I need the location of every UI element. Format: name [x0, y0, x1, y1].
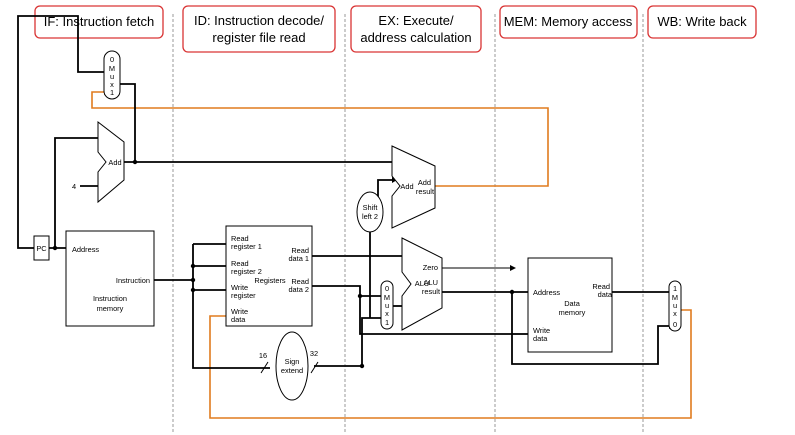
- svg-text:data: data: [533, 334, 548, 343]
- svg-text:Read: Read: [291, 277, 309, 286]
- stage-wb-box: [647, 5, 757, 39]
- stage-ex-label-1: EX: Execute/: [378, 13, 454, 28]
- stage-mem-label: MEM: Memory access: [504, 14, 633, 29]
- stage-id-label-2: register file read: [212, 30, 305, 45]
- svg-text:u: u: [673, 301, 677, 310]
- svg-text:M: M: [109, 64, 115, 73]
- pc-adder: Add: [97, 120, 125, 204]
- svg-text:0: 0: [110, 55, 114, 64]
- svg-text:Read: Read: [592, 282, 610, 291]
- svg-text:Address: Address: [533, 288, 560, 297]
- junction-dots: [52, 159, 515, 369]
- svg-text:Read: Read: [231, 234, 249, 243]
- svg-text:memory: memory: [97, 304, 124, 313]
- svg-text:Read: Read: [291, 246, 309, 255]
- svg-text:Sign: Sign: [285, 357, 300, 366]
- svg-text:M: M: [672, 293, 678, 302]
- pc-adder-label: Add: [108, 158, 121, 167]
- const-four-label: 4: [72, 182, 76, 191]
- data-memory: Address Write data Read data Data memory: [527, 257, 613, 353]
- writeback-mux: 1 M u x 0: [668, 280, 682, 332]
- svg-text:1: 1: [110, 88, 114, 97]
- svg-text:Instruction: Instruction: [93, 294, 127, 303]
- pc-mux: 0 M u x 1: [103, 50, 121, 100]
- stage-ex-label-2: address calculation: [360, 30, 471, 45]
- svg-text:Address: Address: [72, 245, 99, 254]
- stage-id-box: [182, 5, 336, 53]
- register-file: Read register 1 Read register 2 Write re…: [225, 225, 313, 327]
- svg-text:register 1: register 1: [231, 242, 262, 251]
- branch-target-feedback-wire: [91, 91, 549, 187]
- alu: ALU Zero ALU result: [401, 237, 443, 331]
- stage-ex-box: [350, 5, 482, 53]
- svg-text:ALU: ALU: [424, 278, 438, 287]
- svg-text:Data: Data: [564, 299, 581, 308]
- svg-text:Instruction: Instruction: [116, 276, 150, 285]
- svg-text:Zero: Zero: [423, 263, 438, 272]
- alu-src-mux: 0 M u x 1: [380, 280, 394, 330]
- sign-extend: Sign extend 16 32: [259, 331, 319, 401]
- svg-text:1: 1: [385, 318, 389, 327]
- svg-text:x: x: [385, 309, 389, 318]
- svg-text:register: register: [231, 291, 256, 300]
- datapath-wires: [17, 15, 669, 369]
- svg-text:u: u: [385, 301, 389, 310]
- svg-text:Add: Add: [418, 178, 431, 187]
- svg-text:x: x: [110, 80, 114, 89]
- svg-text:register 2: register 2: [231, 267, 262, 276]
- svg-text:Read: Read: [231, 259, 249, 268]
- svg-text:16: 16: [259, 351, 267, 360]
- feedback-wires: [91, 91, 692, 419]
- svg-text:result: result: [422, 287, 440, 296]
- svg-text:0: 0: [673, 320, 677, 329]
- stage-if-box: [34, 5, 164, 39]
- svg-text:Registers: Registers: [254, 276, 286, 285]
- svg-text:data: data: [598, 290, 613, 299]
- instruction-memory: Address Instruction Instruction memory: [65, 230, 155, 327]
- pc-register: PC: [33, 235, 50, 261]
- svg-text:M: M: [384, 293, 390, 302]
- svg-text:u: u: [110, 72, 114, 81]
- svg-text:Add: Add: [400, 182, 413, 191]
- stage-wb-label: WB: Write back: [657, 14, 747, 29]
- svg-text:left 2: left 2: [362, 212, 378, 221]
- svg-text:memory: memory: [559, 308, 586, 317]
- stage-if-label: IF: Instruction fetch: [44, 14, 155, 29]
- branch-adder: Add Add result: [391, 145, 436, 229]
- stage-headers: IF: Instruction fetch ID: Instruction de…: [34, 5, 757, 53]
- svg-text:ALU: ALU: [415, 279, 429, 288]
- svg-text:0: 0: [385, 284, 389, 293]
- svg-text:Write: Write: [533, 326, 550, 335]
- svg-text:extend: extend: [281, 366, 303, 375]
- svg-text:data 2: data 2: [288, 285, 309, 294]
- stage-dividers: [172, 14, 644, 432]
- writeback-feedback-wire: [209, 309, 692, 419]
- svg-text:1: 1: [673, 284, 677, 293]
- svg-text:Write: Write: [231, 307, 248, 316]
- stage-mem-box: [499, 5, 638, 39]
- shift-left-2: Shift left 2: [356, 191, 384, 233]
- svg-text:data 1: data 1: [288, 254, 309, 263]
- svg-text:data: data: [231, 315, 246, 324]
- stage-id-label-1: ID: Instruction decode/: [194, 13, 324, 28]
- pc-label: PC: [36, 244, 47, 253]
- svg-text:result: result: [416, 187, 434, 196]
- svg-text:Write: Write: [231, 283, 248, 292]
- svg-text:Shift: Shift: [363, 203, 378, 212]
- svg-text:32: 32: [310, 349, 318, 358]
- svg-text:x: x: [673, 309, 677, 318]
